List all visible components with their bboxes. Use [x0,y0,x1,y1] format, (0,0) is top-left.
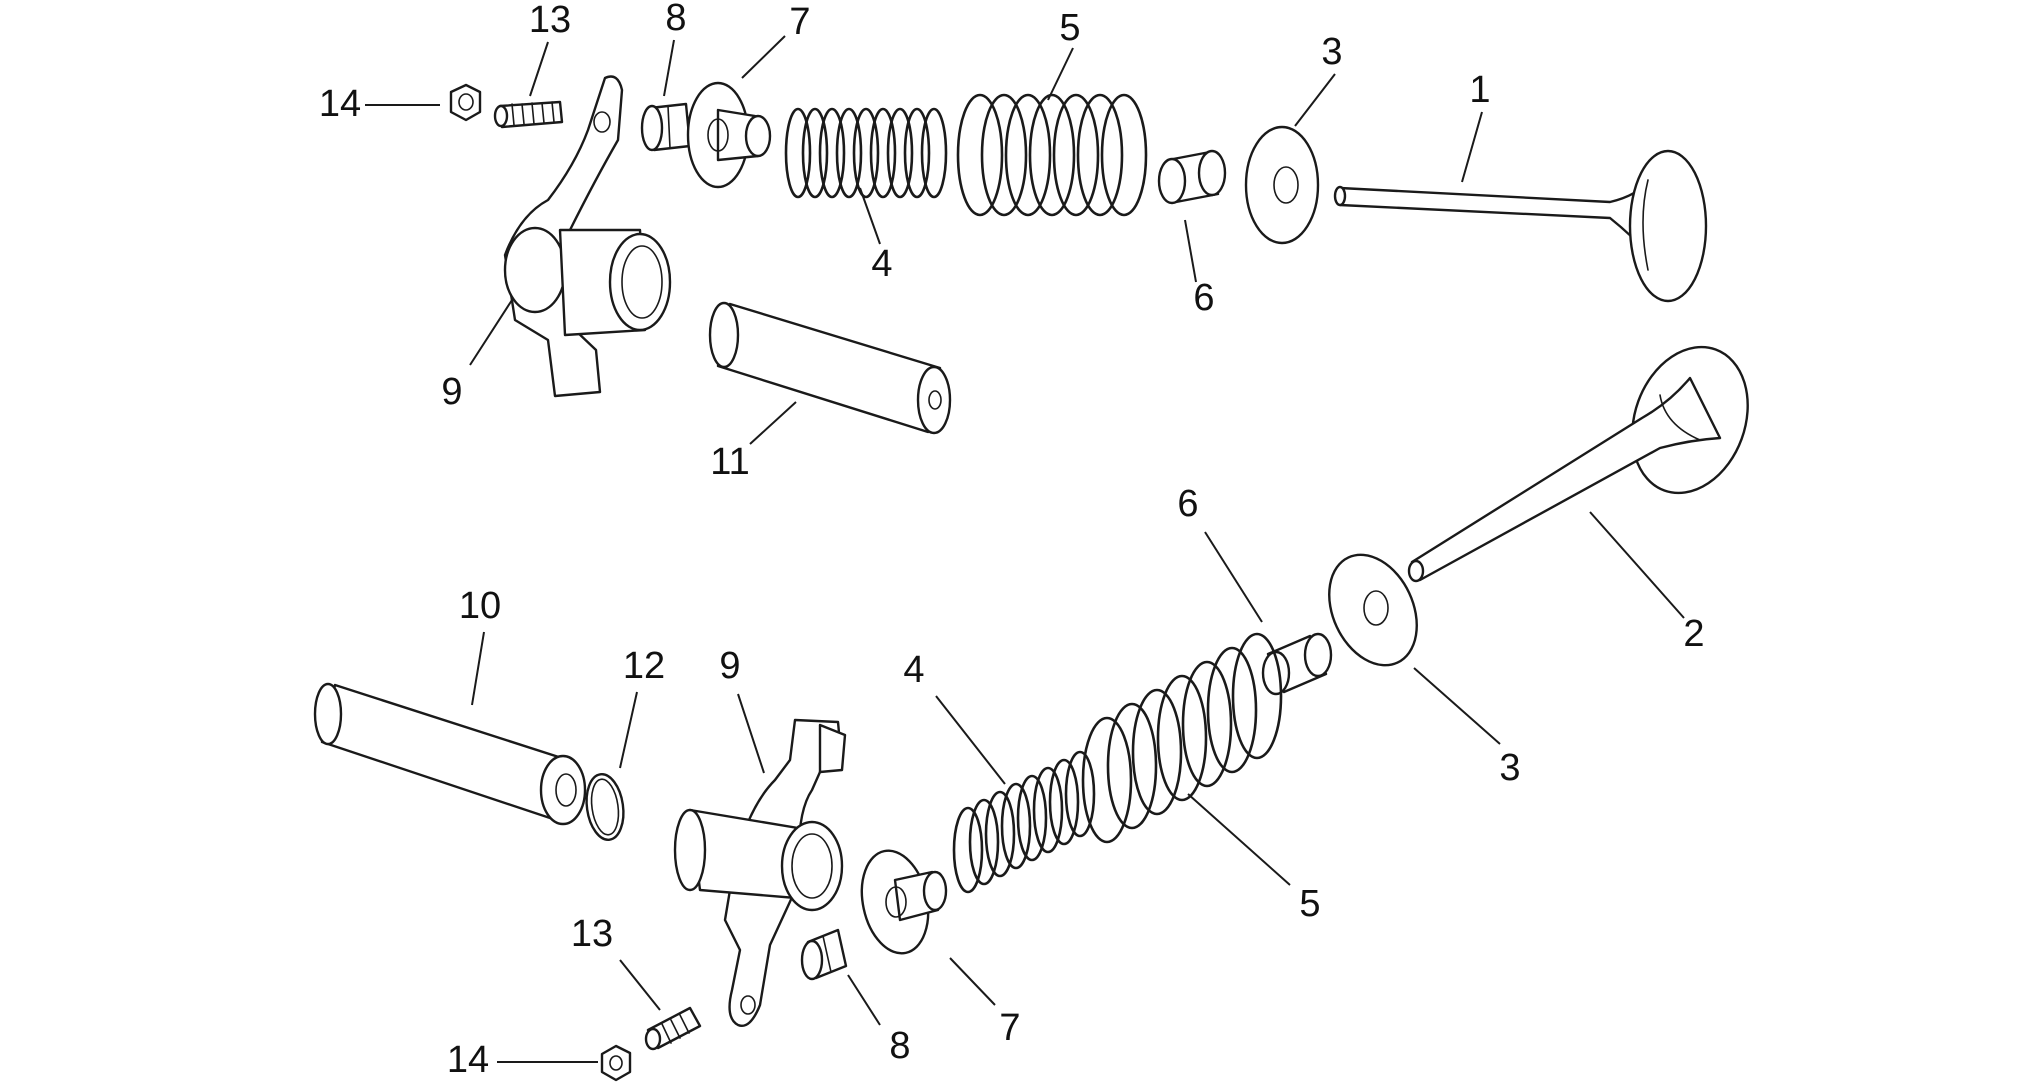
callout-5-bottom: 5 [1299,883,1320,925]
rocker-shaft-part-10-bottom [313,682,587,826]
callout-labels: 14 13 8 7 5 3 1 4 6 9 11 6 2 10 12 9 4 3… [319,0,1705,1081]
callout-10-bottom: 10 [459,585,501,627]
collet-part-8-top [640,102,692,152]
callout-1-top: 1 [1469,69,1490,111]
valve-part-1-top [1333,149,1708,303]
outer-spring-part-5-bottom [1081,632,1283,844]
callout-13-bottom: 13 [571,913,613,955]
callout-7-bottom: 7 [999,1007,1020,1049]
valve-seal-part-6-top [1157,149,1227,205]
callout-5-top: 5 [1059,7,1080,49]
callout-3-top: 3 [1321,31,1342,73]
inner-spring-part-4-bottom [952,750,1096,894]
callout-4-top: 4 [871,243,892,285]
callout-9-top: 9 [441,371,462,413]
callout-4-bottom: 4 [903,649,924,691]
callout-3-bottom: 3 [1499,747,1520,789]
callout-13-top: 13 [529,0,571,41]
screw-part-13-top [493,100,564,129]
callout-2-bottom: 2 [1683,613,1704,655]
spring-retainer-part-7-bottom [860,849,948,955]
leader-lines [365,35,1685,1063]
spring-retainer-part-7-top [686,81,772,189]
callout-14-top: 14 [319,83,361,125]
callout-8-bottom: 8 [889,1025,910,1067]
washer-part-3-top [1244,125,1320,245]
o-ring-part-12-bottom [585,773,625,841]
callout-8-top: 8 [665,0,686,39]
nut-part-14-top [449,83,482,122]
rocker-arm-part-9-top [503,75,672,398]
outer-spring-part-5-top [956,93,1148,217]
collet-part-8-bottom [800,928,848,981]
nut-part-14-bottom [600,1044,632,1082]
inner-spring-part-4-top [784,107,948,199]
rocker-arm-part-9-bottom [673,718,847,1027]
callout-14-bottom: 14 [447,1039,489,1081]
valve-seal-part-6-bottom [1261,632,1333,696]
callout-6-top: 6 [1193,277,1214,319]
screw-part-13-bottom [644,1006,702,1051]
callout-12-bottom: 12 [623,645,665,687]
washer-part-3-bottom [1328,553,1418,667]
rocker-shaft-part-11-top [708,301,952,435]
callout-7-top: 7 [789,1,810,43]
callout-6-bottom: 6 [1177,483,1198,525]
callout-11-top: 11 [710,441,749,483]
callout-9-bottom: 9 [719,645,740,687]
valve-part-2-bottom [1407,345,1749,583]
